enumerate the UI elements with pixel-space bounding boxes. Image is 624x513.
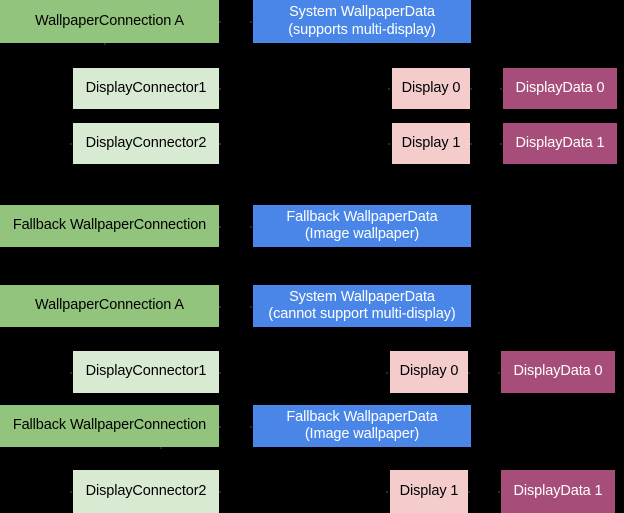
node-display-data-1-bottom[interactable]: DisplayData 1 xyxy=(501,470,615,513)
node-fallback-wallpaper-connection-upper[interactable]: Fallback WallpaperConnection xyxy=(0,205,219,247)
node-display-connector-2-top[interactable]: DisplayConnector2 xyxy=(73,123,219,164)
edge-connector-mark xyxy=(470,88,472,90)
node-display-0-bottom[interactable]: Display 0 xyxy=(390,351,468,393)
edge-connector-mark xyxy=(500,143,502,145)
node-display-1-bottom[interactable]: Display 1 xyxy=(390,470,468,513)
edge-connector-mark xyxy=(70,372,72,374)
edge-connector-mark xyxy=(160,447,162,449)
edge-connector-mark xyxy=(219,491,221,493)
edge-connector-mark xyxy=(219,88,221,90)
node-display-data-1-top[interactable]: DisplayData 1 xyxy=(503,123,617,164)
edge-connector-mark xyxy=(250,306,252,308)
edge-connector-mark xyxy=(219,372,221,374)
edge-connector-mark xyxy=(250,226,252,228)
node-display-data-0-bottom[interactable]: DisplayData 0 xyxy=(501,351,615,393)
edge-connector-mark xyxy=(388,143,390,145)
node-display-1-top[interactable]: Display 1 xyxy=(392,123,470,164)
edge-connector-mark xyxy=(104,43,106,45)
edge-connector-mark xyxy=(219,426,221,428)
node-fallback-wallpaperdata-image-wallpaper-lower[interactable]: Fallback WallpaperData (Image wallpaper) xyxy=(253,405,471,447)
edge-connector-mark xyxy=(386,491,388,493)
node-wallpaper-connection-a-lower[interactable]: WallpaperConnection A xyxy=(0,285,219,327)
node-display-connector-1-top[interactable]: DisplayConnector1 xyxy=(73,68,219,109)
edge-connector-mark xyxy=(70,491,72,493)
node-display-connector-1-bottom[interactable]: DisplayConnector1 xyxy=(73,351,219,393)
node-wallpaper-connection-a-top[interactable]: WallpaperConnection A xyxy=(0,0,219,43)
edge-connector-mark xyxy=(219,306,221,308)
edge-connector-mark xyxy=(498,372,500,374)
edge-connector-mark xyxy=(468,372,470,374)
edge-connector-mark xyxy=(219,226,221,228)
edge-connector-mark xyxy=(386,372,388,374)
edge-connector-mark xyxy=(498,491,500,493)
node-system-wallpaperdata-supports-multi-display[interactable]: System WallpaperData (supports multi-dis… xyxy=(253,0,471,43)
edge-connector-mark xyxy=(500,88,502,90)
edge-connector-mark xyxy=(468,491,470,493)
edge-connector-mark xyxy=(388,88,390,90)
edge-connector-mark xyxy=(219,143,221,145)
node-system-wallpaperdata-cannot-support-multi-display[interactable]: System WallpaperData (cannot support mul… xyxy=(253,285,471,327)
edge-connector-mark xyxy=(250,426,252,428)
edge-connector-mark xyxy=(470,143,472,145)
node-fallback-wallpaper-connection-lower[interactable]: Fallback WallpaperConnection xyxy=(0,405,219,447)
node-display-0-top[interactable]: Display 0 xyxy=(392,68,470,109)
edge-connector-mark xyxy=(250,21,252,23)
node-display-connector-2-bottom[interactable]: DisplayConnector2 xyxy=(73,470,219,513)
node-fallback-wallpaperdata-image-wallpaper-upper[interactable]: Fallback WallpaperData (Image wallpaper) xyxy=(253,205,471,247)
node-display-data-0-top[interactable]: DisplayData 0 xyxy=(503,68,617,109)
edge-connector-mark xyxy=(70,143,72,145)
edge-connector-mark xyxy=(219,21,221,23)
